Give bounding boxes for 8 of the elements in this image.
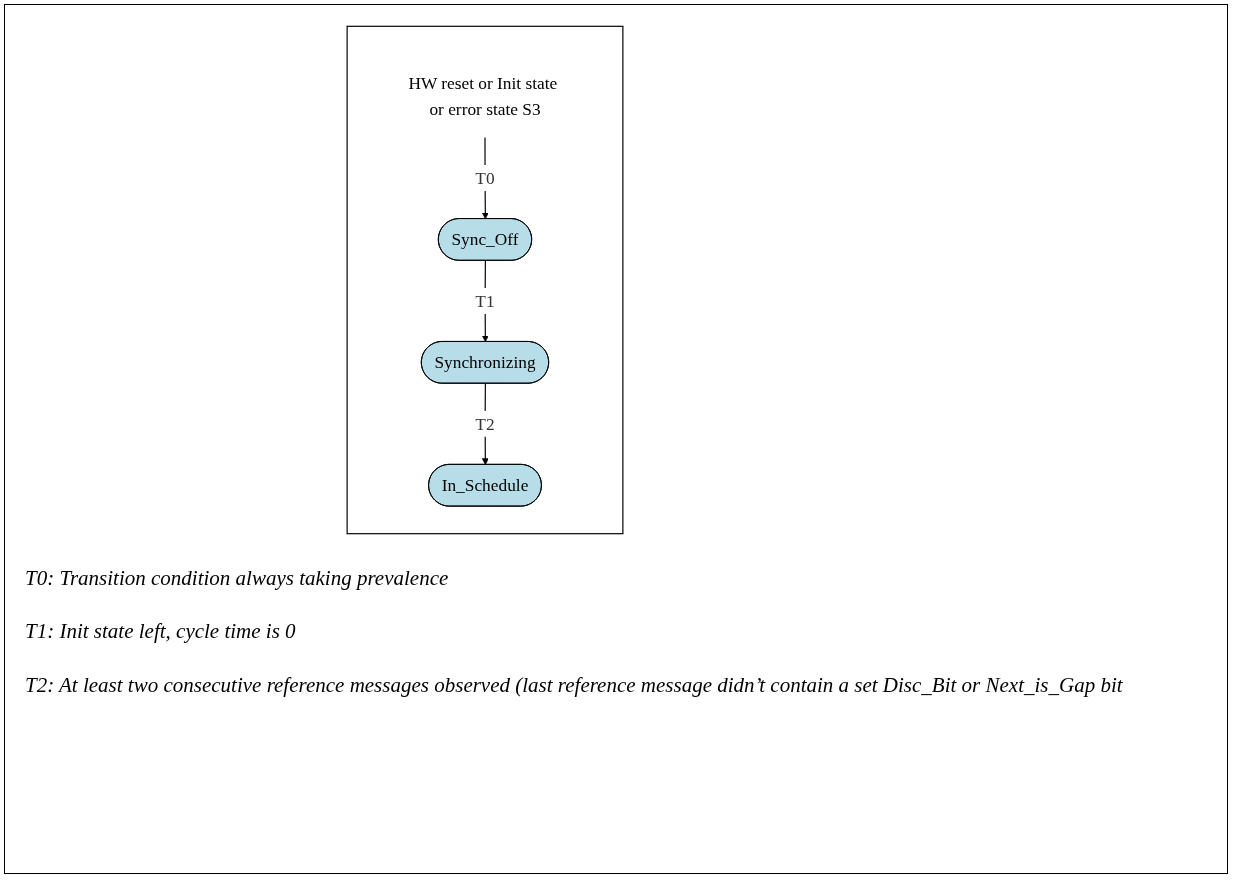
node-text: HW reset or Init state or error state S3: [408, 72, 558, 119]
note-text: T2: At least two consecutive reference messages observed (last reference message didn’t contain a set Disc_Bit or Next_is_Gap bit: [25, 671, 1124, 699]
edge-label: T2: [475, 413, 495, 434]
cluster: [346, 25, 624, 535]
edge-label: T0: [475, 168, 495, 188]
note-text: T1: Init state left, cycle time is 0: [25, 618, 297, 646]
note-text: T0: Transition condition always taking prevalence: [25, 565, 450, 592]
edge-label: T1: [475, 291, 495, 311]
